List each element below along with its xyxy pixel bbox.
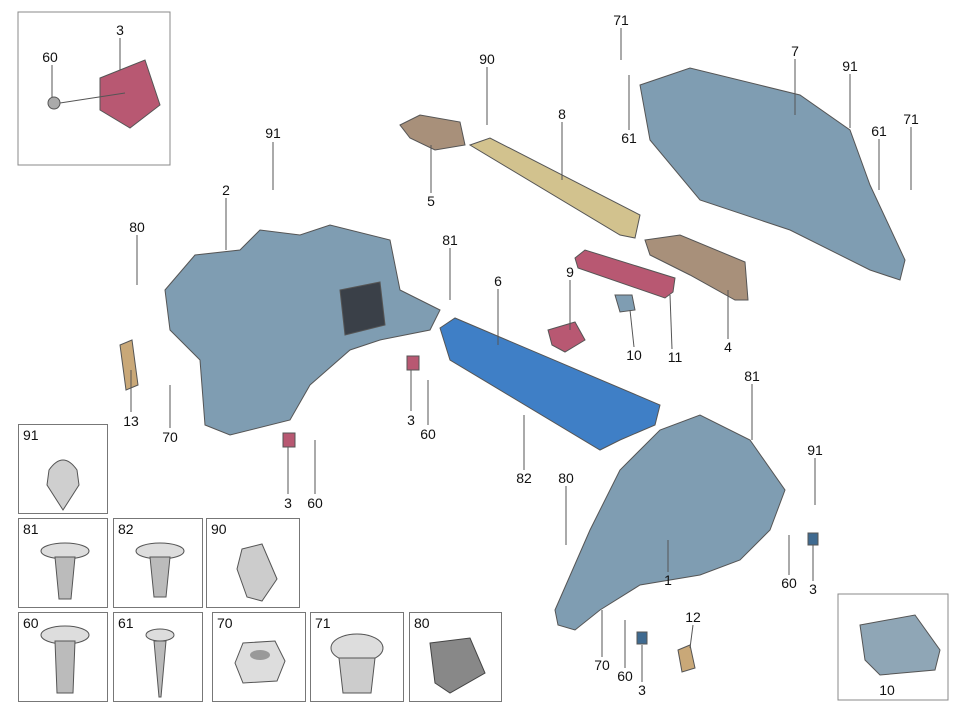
- hardware-box-90: 90: [206, 518, 300, 608]
- callout-label: 60: [617, 668, 633, 684]
- box-label: 70: [217, 615, 233, 631]
- callout-label: 80: [129, 219, 145, 235]
- sill-8: [468, 137, 641, 239]
- box-label: 60: [23, 615, 39, 631]
- hardware-box-70: 70: [212, 612, 306, 702]
- hardware-box-80: 80: [409, 612, 502, 702]
- hardware-box-91: 91: [18, 424, 108, 514]
- part-5: [399, 114, 466, 151]
- hardware-box-71: 71: [310, 612, 404, 702]
- callout-label: 82: [516, 470, 532, 486]
- callout-label: 3: [284, 495, 292, 511]
- callout-label: 7: [791, 43, 799, 59]
- box-label: 82: [118, 521, 134, 537]
- part-11: [574, 249, 676, 299]
- callout-label: 12: [685, 609, 701, 625]
- callout-label: 91: [807, 442, 823, 458]
- callout-label: 81: [442, 232, 458, 248]
- part-4: [644, 234, 749, 301]
- tailgate-trim-7: [639, 67, 906, 281]
- callout-label: 71: [903, 111, 919, 127]
- callout-label: 3: [809, 581, 817, 597]
- callout-label: 3: [638, 682, 646, 698]
- callout-label: 71: [613, 12, 629, 28]
- callout-label: 61: [621, 130, 637, 146]
- box-label: 91: [23, 427, 39, 443]
- callout-label: 81: [744, 368, 760, 384]
- clip-3-part: [99, 59, 161, 129]
- leader-line: [59, 92, 126, 104]
- callout-label: 4: [724, 339, 732, 355]
- callout-label: 60: [420, 426, 436, 442]
- callout-label: 60: [42, 49, 58, 65]
- callout-label: 3: [407, 412, 415, 428]
- callout-label: 5: [427, 193, 435, 209]
- callout-label: 10: [626, 347, 642, 363]
- part-10: [614, 294, 636, 313]
- callout-label: 91: [842, 58, 858, 74]
- load-floor-6: [439, 317, 661, 451]
- callout-label: 61: [871, 123, 887, 139]
- callout-label: 91: [265, 125, 281, 141]
- callout-label: 60: [781, 575, 797, 591]
- callout-label: 9: [566, 264, 574, 280]
- callout-label: 11: [667, 349, 683, 365]
- cover-10-part: [859, 614, 941, 676]
- side-trim-2: [164, 224, 441, 436]
- callout-label: 60: [307, 495, 323, 511]
- callout-label: 13: [123, 413, 139, 429]
- callout-label: 70: [162, 429, 178, 445]
- callout-label: 10: [879, 682, 895, 698]
- hardware-box-82: 82: [113, 518, 203, 608]
- callout-label: 70: [594, 657, 610, 673]
- box-label: 80: [414, 615, 430, 631]
- hardware-box-81: 81: [18, 518, 108, 608]
- callout-label: 1: [664, 572, 672, 588]
- hardware-box-60: 60: [18, 612, 108, 702]
- callout-label: 3: [116, 22, 124, 38]
- bracket-12: [677, 644, 696, 673]
- hardware-box-61: 61: [113, 612, 203, 702]
- callout-label: 90: [479, 51, 495, 67]
- callout-label: 2: [222, 182, 230, 198]
- box-label: 81: [23, 521, 39, 537]
- screw-60-part: [47, 96, 61, 110]
- box-label: 71: [315, 615, 331, 631]
- bracket-13: [119, 339, 139, 391]
- part-9: [547, 321, 586, 353]
- callout-label: 8: [558, 106, 566, 122]
- box-label: 90: [211, 521, 227, 537]
- callout-label: 80: [558, 470, 574, 486]
- box-label: 61: [118, 615, 134, 631]
- callout-label: 6: [494, 273, 502, 289]
- side-trim-1: [554, 414, 786, 631]
